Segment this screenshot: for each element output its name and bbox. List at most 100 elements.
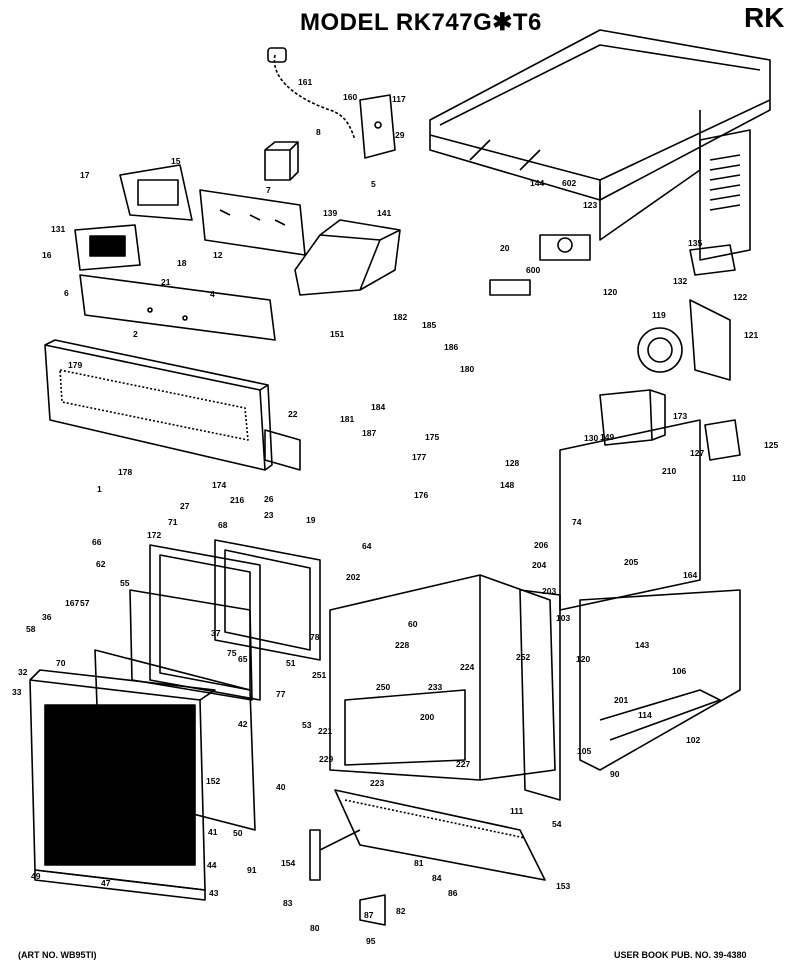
callout-label: 224 bbox=[460, 662, 474, 672]
callout-label: 6 bbox=[64, 288, 69, 298]
callout-label: 82 bbox=[396, 906, 406, 916]
callout-label: 179 bbox=[68, 360, 82, 370]
callout-label: 154 bbox=[281, 858, 295, 868]
door-liner-70 bbox=[129, 589, 253, 701]
callout-label: 23 bbox=[264, 510, 274, 520]
callout-label: 50 bbox=[233, 828, 243, 838]
callout-label: 135 bbox=[688, 238, 702, 248]
door-seal-126 bbox=[519, 589, 561, 801]
callout-label: 176 bbox=[414, 490, 428, 500]
callout-label: 17 bbox=[80, 170, 90, 180]
callout-label: 51 bbox=[286, 658, 296, 668]
callout-label: 103 bbox=[556, 613, 570, 623]
callout-label: 177 bbox=[412, 452, 426, 462]
bottom-trim-91 bbox=[334, 789, 546, 881]
model-title: MODEL RK747G✱T6 bbox=[300, 9, 542, 36]
callout-label: 65 bbox=[238, 654, 248, 664]
callout-label: 144 bbox=[530, 178, 544, 188]
callout-label: 12 bbox=[213, 250, 223, 260]
callout-label: 4 bbox=[210, 289, 215, 299]
callout-label: 117 bbox=[392, 94, 406, 104]
shield-130 bbox=[599, 389, 666, 446]
callout-label: 130 bbox=[584, 433, 598, 443]
insulator-600 bbox=[539, 234, 591, 261]
callout-label: 182 bbox=[393, 312, 407, 322]
callout-label: 175 bbox=[425, 432, 439, 442]
callout-label: 102 bbox=[686, 735, 700, 745]
callout-label: 37 bbox=[211, 628, 221, 638]
callout-label: 148 bbox=[500, 480, 514, 490]
callout-label: 84 bbox=[432, 873, 442, 883]
callout-label: 181 bbox=[340, 414, 354, 424]
callout-label: 201 bbox=[614, 695, 628, 705]
callout-label: 227 bbox=[456, 759, 470, 769]
callout-label: 123 bbox=[583, 200, 597, 210]
callout-label: 27 bbox=[180, 501, 190, 511]
callout-label: 125 bbox=[764, 440, 778, 450]
callout-label: 58 bbox=[26, 624, 36, 634]
callout-label: 26 bbox=[264, 494, 274, 504]
door-glass-66 bbox=[214, 539, 321, 661]
callout-label: 74 bbox=[572, 517, 582, 527]
callout-label: 127 bbox=[690, 448, 704, 458]
callout-label: 153 bbox=[556, 881, 570, 891]
callout-label: 111 bbox=[510, 806, 524, 816]
callout-label: 600 bbox=[526, 265, 540, 275]
callout-label: 80 bbox=[310, 923, 320, 933]
callout-label: 233 bbox=[428, 682, 442, 692]
callout-label: 216 bbox=[230, 495, 244, 505]
hinge-90 bbox=[309, 829, 361, 881]
callout-label: 167 bbox=[65, 598, 79, 608]
terminal-block-135 bbox=[489, 279, 531, 296]
callout-label: 221 bbox=[318, 726, 332, 736]
callout-label: 29 bbox=[395, 130, 405, 140]
cabinet-top-wrapper bbox=[429, 29, 771, 201]
callout-label: 1 bbox=[97, 484, 102, 494]
callout-label: 55 bbox=[120, 578, 130, 588]
callout-label: 202 bbox=[346, 572, 360, 582]
callout-label: 66 bbox=[92, 537, 102, 547]
control-bracket-15 bbox=[119, 164, 193, 221]
callout-label: 53 bbox=[302, 720, 312, 730]
callout-label: 180 bbox=[460, 364, 474, 374]
callout-label: 229 bbox=[319, 754, 333, 764]
hinge-bracket-82 bbox=[359, 894, 386, 926]
callout-label: 105 bbox=[577, 746, 591, 756]
cabinet-base bbox=[559, 419, 741, 771]
cabinet-side-panel bbox=[599, 110, 751, 261]
callout-label: 128 bbox=[505, 458, 519, 468]
callout-label: 83 bbox=[283, 898, 293, 908]
callout-label: 204 bbox=[532, 560, 546, 570]
callout-label: 210 bbox=[662, 466, 676, 476]
callout-label: 110 bbox=[732, 473, 746, 483]
callout-label: 47 bbox=[101, 878, 111, 888]
clock-16 bbox=[74, 224, 141, 271]
callout-label: 149 bbox=[600, 432, 614, 442]
callout-label: 152 bbox=[206, 776, 220, 786]
callout-label: 44 bbox=[207, 860, 217, 870]
callout-label: 86 bbox=[448, 888, 458, 898]
callout-label: 161 bbox=[298, 77, 312, 87]
callout-label: 5 bbox=[371, 179, 376, 189]
callout-label: 62 bbox=[96, 559, 106, 569]
callout-label: 87 bbox=[364, 910, 374, 920]
callout-label: 120 bbox=[603, 287, 617, 297]
callout-label: 49 bbox=[31, 871, 41, 881]
callout-label: 57 bbox=[80, 598, 90, 608]
callout-label: 602 bbox=[562, 178, 576, 188]
callout-label: 42 bbox=[238, 719, 248, 729]
callout-label: 60 bbox=[408, 619, 418, 629]
callout-label: 91 bbox=[247, 865, 257, 875]
callout-label: 131 bbox=[51, 224, 65, 234]
callout-label: 21 bbox=[161, 277, 171, 287]
callout-label: 114 bbox=[638, 710, 652, 720]
callout-label: 160 bbox=[343, 92, 357, 102]
callout-label: 122 bbox=[733, 292, 747, 302]
callout-label: 43 bbox=[209, 888, 219, 898]
callout-label: 70 bbox=[56, 658, 66, 668]
callout-label: 143 bbox=[635, 640, 649, 650]
fan-motor-121 bbox=[637, 299, 731, 381]
callout-label: 250 bbox=[376, 682, 390, 692]
